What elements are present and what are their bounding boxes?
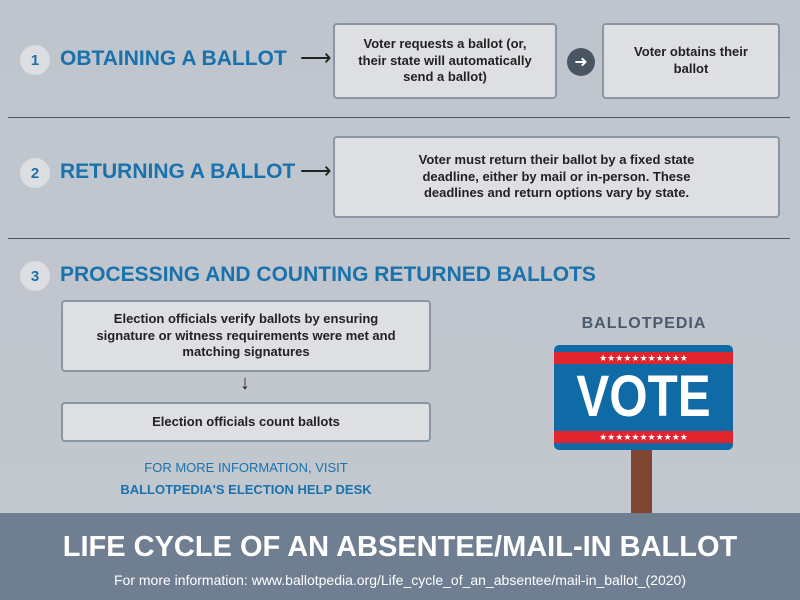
stars-bottom: ★★★★★★★★★★★ xyxy=(554,431,733,443)
help-desk-link[interactable]: BALLOTPEDIA'S ELECTION HELP DESK xyxy=(120,482,372,497)
step-1-box-obtain: Voter obtains their ballot xyxy=(602,23,780,99)
vote-text: VOTE xyxy=(576,364,711,429)
circle-arrow-right-icon: ➜ xyxy=(567,48,595,76)
sign-post xyxy=(631,448,652,513)
divider xyxy=(8,117,790,118)
divider xyxy=(8,238,790,239)
footer-url[interactable]: For more information: www.ballotpedia.or… xyxy=(114,572,686,588)
arrow-down-icon: ↓ xyxy=(240,372,250,394)
arrow-right-icon: ⟶ xyxy=(300,45,332,70)
step-3-title: PROCESSING AND COUNTING RETURNED BALLOTS xyxy=(60,263,596,286)
footer-title: LIFE CYCLE OF AN ABSENTEE/MAIL-IN BALLOT xyxy=(62,531,738,563)
vote-sign-icon: ★★★★★★★★★★★ VOTE ★★★★★★★★★★★ xyxy=(554,345,733,450)
step-1-number: 1 xyxy=(20,45,50,75)
step-1-title: OBTAINING A BALLOT xyxy=(60,47,287,70)
ballotpedia-logo: BALLOTPEDIA xyxy=(581,315,707,332)
step-1-box-request: Voter requests a ballot (or, their state… xyxy=(333,23,557,99)
step-2-title: RETURNING A BALLOT xyxy=(60,160,296,183)
step-2-box-return: Voter must return their ballot by a fixe… xyxy=(333,136,780,218)
more-info-text: FOR MORE INFORMATION, VISIT xyxy=(144,460,348,475)
arrow-right-icon: ⟶ xyxy=(300,158,332,183)
step-3-box-count: Election officials count ballots xyxy=(61,402,431,442)
footer: LIFE CYCLE OF AN ABSENTEE/MAIL-IN BALLOT… xyxy=(0,513,800,600)
step-3-number: 3 xyxy=(20,261,50,291)
step-3-box-verify: Election officials verify ballots by ens… xyxy=(61,300,431,372)
step-2-number: 2 xyxy=(20,158,50,188)
stars-top: ★★★★★★★★★★★ xyxy=(554,352,733,364)
